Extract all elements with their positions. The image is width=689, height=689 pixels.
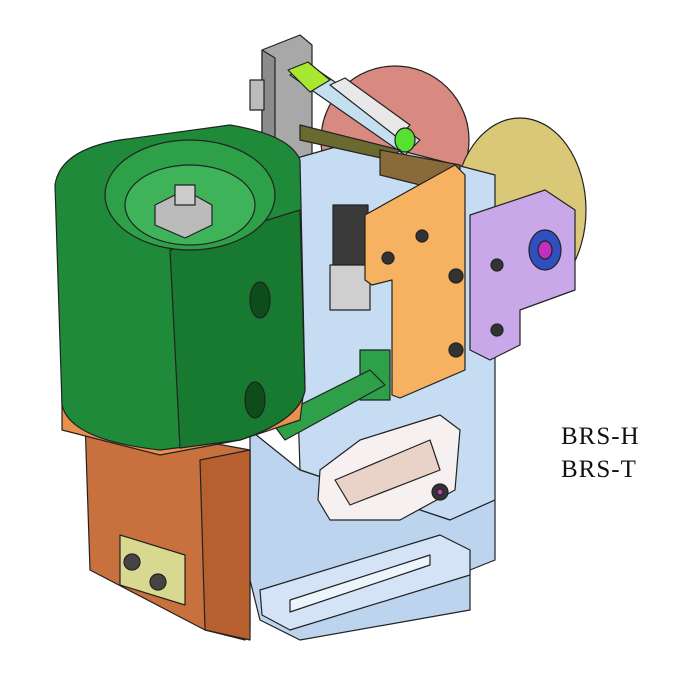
- terminal-blocks: [329, 204, 371, 311]
- copper-block: [84, 419, 251, 641]
- model-label-brs-h: BRS-H: [561, 423, 640, 450]
- model-label-brs-t: BRS-T: [561, 456, 637, 483]
- green-motor: [54, 124, 306, 451]
- orange-plate: [364, 164, 466, 399]
- purple-block: [469, 189, 576, 361]
